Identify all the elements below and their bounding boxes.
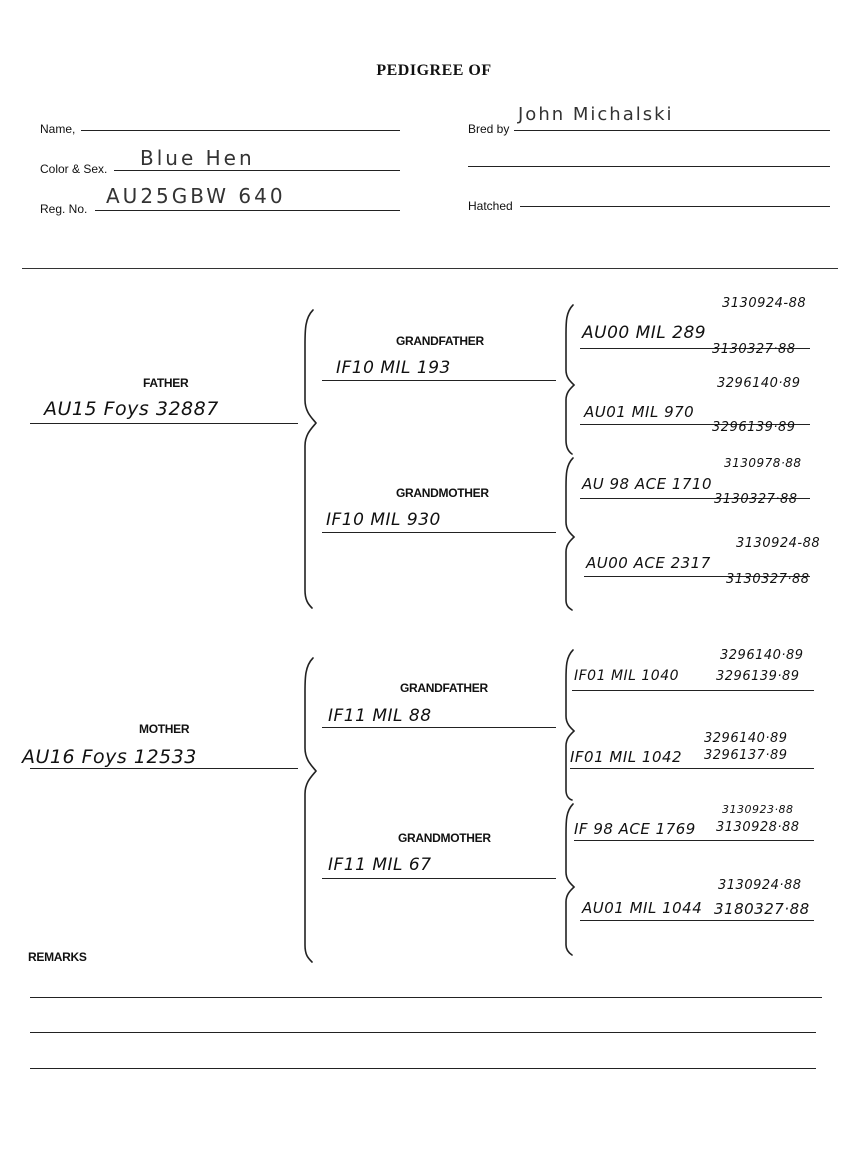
father-gm-sire-line (580, 498, 810, 499)
color-sex-label: Color & Sex. (40, 162, 108, 176)
father-gm-dam-num-top: 3130924-88 (736, 536, 821, 551)
mother-gf-sire-num-top: 3296140·89 (720, 648, 804, 663)
mother-grandmother-bracket (565, 803, 576, 956)
mother-label: MOTHER (139, 722, 190, 736)
remarks-line-2 (30, 1032, 816, 1033)
father-gm-dam-value: AU00 ACE 2317 (586, 554, 711, 572)
father-label: FATHER (143, 376, 189, 390)
remarks-line-1 (30, 997, 822, 998)
father-line (30, 423, 298, 424)
mother-gm-sire-line (574, 840, 814, 841)
father-gf-sire-num-bottom: 3130327·88 (712, 342, 796, 357)
father-grandmother-line (322, 532, 556, 533)
father-gm-sire-value: AU 98 ACE 1710 (582, 475, 713, 493)
father-grandfather-label: GRANDFATHER (396, 334, 484, 348)
header-divider (22, 268, 838, 269)
father-grandmother-value: IF10 MIL 930 (326, 510, 441, 530)
reg-no-label: Reg. No. (40, 202, 88, 216)
color-sex-value: Blue Hen (140, 146, 255, 170)
mother-bracket (304, 657, 318, 963)
father-grandfather-bracket (565, 304, 576, 455)
bred-by-field-line (514, 130, 830, 131)
mother-grandmother-label: GRANDMOTHER (398, 831, 491, 845)
mother-grandfather-label: GRANDFATHER (400, 681, 488, 695)
father-gf-dam-num-bottom: 3296139·89 (712, 420, 796, 435)
father-gm-dam-num-bottom: 3130327·88 (726, 572, 810, 587)
bred-by-label: Bred by (468, 122, 510, 136)
mother-grandfather-bracket (565, 649, 576, 801)
mother-gm-dam-num-bottom: 3180327·88 (714, 900, 810, 918)
mother-gm-sire-num-bottom: 3130928·88 (716, 820, 800, 835)
mother-gm-dam-line (580, 920, 814, 921)
father-gf-dam-value: AU01 MIL 970 (584, 403, 695, 421)
mother-gf-sire-num-bottom: 3296139·89 (716, 669, 800, 684)
father-gm-sire-num-bottom: 3130327·88 (714, 492, 798, 507)
color-sex-field-line (114, 170, 400, 171)
father-gf-dam-line (580, 424, 810, 425)
mother-grandfather-line (322, 727, 556, 728)
mother-value: AU16 Foys 12533 (22, 746, 197, 768)
father-value: AU15 Foys 32887 (44, 398, 219, 420)
mother-gf-dam-line (570, 768, 814, 769)
father-grandmother-label: GRANDMOTHER (396, 486, 489, 500)
hatched-label: Hatched (468, 199, 513, 213)
name-label: Name, (40, 122, 76, 136)
father-bracket (304, 309, 318, 609)
mother-line (30, 768, 298, 769)
remarks-line-3 (30, 1068, 816, 1069)
father-grandfather-value: IF10 MIL 193 (336, 358, 451, 378)
mother-gm-sire-value: IF 98 ACE 1769 (574, 820, 696, 838)
mother-gm-dam-value: AU01 MIL 1044 (582, 899, 703, 917)
hatched-field-line (520, 206, 830, 207)
page-title: PEDIGREE OF (376, 62, 492, 79)
mother-grandmother-line (322, 878, 556, 879)
mother-grandmother-value: IF11 MIL 67 (328, 855, 432, 875)
mother-gf-dam-num-top: 3296140·89 (704, 731, 788, 746)
mother-gf-sire-value: IF01 MIL 1040 (574, 668, 680, 684)
reg-no-field-line (95, 210, 400, 211)
father-gf-dam-num-top: 3296140·89 (717, 376, 801, 391)
father-gm-dam-line (584, 576, 810, 577)
mother-gf-dam-num-bottom: 3296137·89 (704, 748, 788, 763)
name-field-line (81, 130, 400, 131)
bred-by-second-line (468, 166, 830, 167)
mother-gm-dam-num-top: 3130924·88 (718, 878, 802, 893)
mother-grandfather-value: IF11 MIL 88 (328, 706, 432, 726)
reg-no-value: AU25GBW 640 (106, 184, 286, 208)
remarks-label: REMARKS (28, 950, 87, 964)
father-grandmother-bracket (565, 457, 576, 611)
mother-gf-dam-value: IF01 MIL 1042 (570, 748, 683, 766)
mother-gm-sire-num-top: 3130923·88 (722, 803, 794, 816)
father-grandfather-line (322, 380, 556, 381)
father-gf-sire-value: AU00 MIL 289 (582, 323, 707, 343)
mother-gf-sire-line (572, 690, 814, 691)
bred-by-value: John Michalski (518, 104, 674, 125)
father-gf-sire-line (580, 348, 810, 349)
father-gf-sire-num-top: 3130924-88 (722, 296, 807, 311)
father-gm-sire-num-top: 3130978·88 (724, 456, 802, 470)
